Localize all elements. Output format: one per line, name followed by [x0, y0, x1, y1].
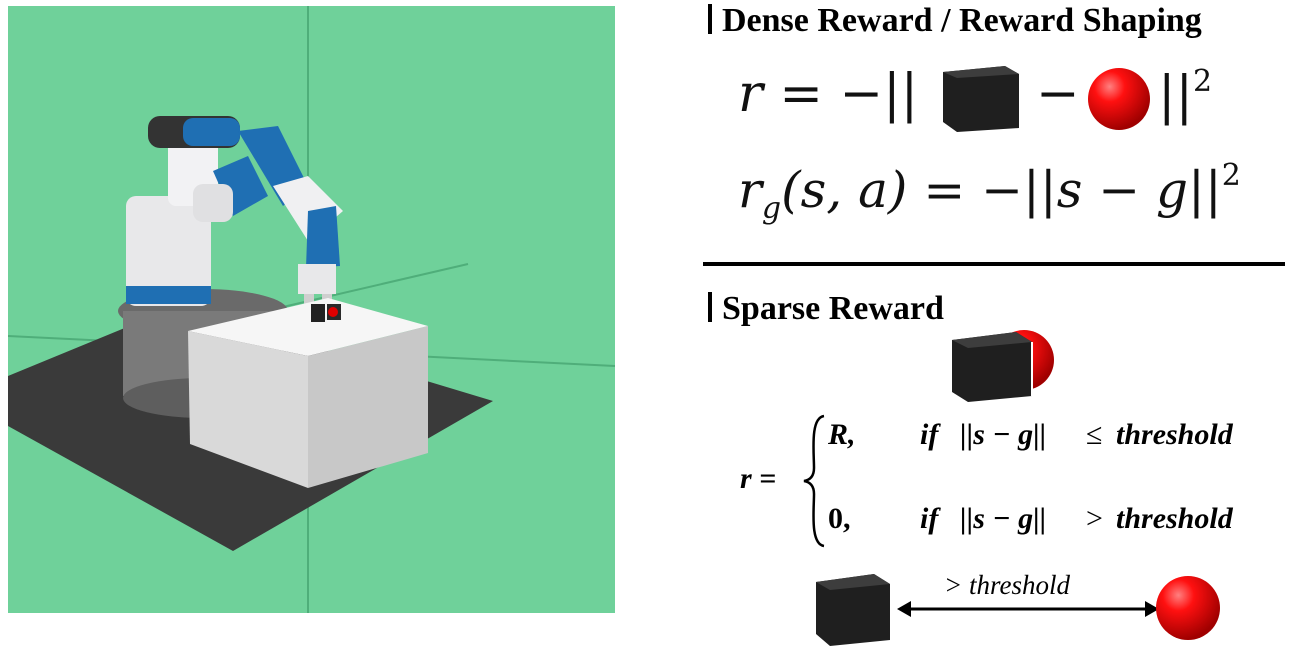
- case1-if: if: [920, 418, 939, 451]
- robot-arm-scene: [8, 6, 615, 613]
- eq1-close-norm: ||2: [1158, 64, 1213, 126]
- case1-value: R,: [828, 418, 856, 451]
- dense-equation-1: r = −||: [738, 64, 918, 124]
- eq2-power: 2: [1221, 158, 1241, 193]
- dense-reward-heading: Dense Reward / Reward Shaping: [708, 2, 1202, 40]
- eq2-r: r: [738, 161, 762, 219]
- heading-bar: [708, 4, 712, 34]
- dense-reward-title: Dense Reward / Reward Shaping: [722, 2, 1202, 39]
- case2-op: >: [1086, 502, 1103, 535]
- eq1-neg-norm: −||: [839, 64, 919, 124]
- sparse-reward-heading: Sparse Reward: [708, 290, 944, 328]
- eq1-power: 2: [1193, 64, 1213, 99]
- eq2-equals: =: [923, 161, 966, 219]
- sparse-reward-title: Sparse Reward: [722, 290, 944, 327]
- case1-op: ≤: [1086, 418, 1103, 451]
- eq2-sub: g: [761, 191, 782, 226]
- cube-icon: [943, 66, 1019, 132]
- brace-icon: [803, 414, 825, 548]
- case2-word: threshold: [1116, 502, 1233, 535]
- eq1-lhs: r: [738, 64, 763, 124]
- robot-scene: [8, 6, 615, 613]
- eq2-args: (s, a): [781, 161, 908, 219]
- cube-ball-overlap-icon: [952, 330, 1054, 402]
- sparse-case-2: 0, if ||s − g|| > threshold: [828, 502, 1233, 536]
- double-arrow-icon: [897, 601, 1159, 617]
- case2-norm: ||s − g||: [960, 502, 1047, 535]
- ball-icon: [1156, 576, 1220, 640]
- dense-equation-2: rg(s, a) = −||s − g||2: [738, 158, 1241, 226]
- ball-icon: [1088, 68, 1150, 130]
- case1-norm: ||s − g||: [960, 418, 1047, 451]
- eq1-minus: −: [1036, 64, 1080, 124]
- sparse-lhs: r =: [740, 462, 777, 495]
- heading-bar: [708, 292, 712, 322]
- sparse-case-1: R, if ||s − g|| ≤ threshold: [828, 418, 1233, 452]
- cube-icon: [952, 332, 1033, 402]
- case1-word: threshold: [1116, 418, 1233, 451]
- section-divider: [703, 262, 1285, 266]
- case2-value: 0,: [828, 502, 851, 535]
- case2-if: if: [920, 502, 939, 535]
- cube-icon: [816, 574, 890, 646]
- distance-label: > threshold: [944, 570, 1070, 600]
- eq1-equals: =: [779, 64, 823, 124]
- eq2-rhs: −||s − g||: [981, 161, 1222, 219]
